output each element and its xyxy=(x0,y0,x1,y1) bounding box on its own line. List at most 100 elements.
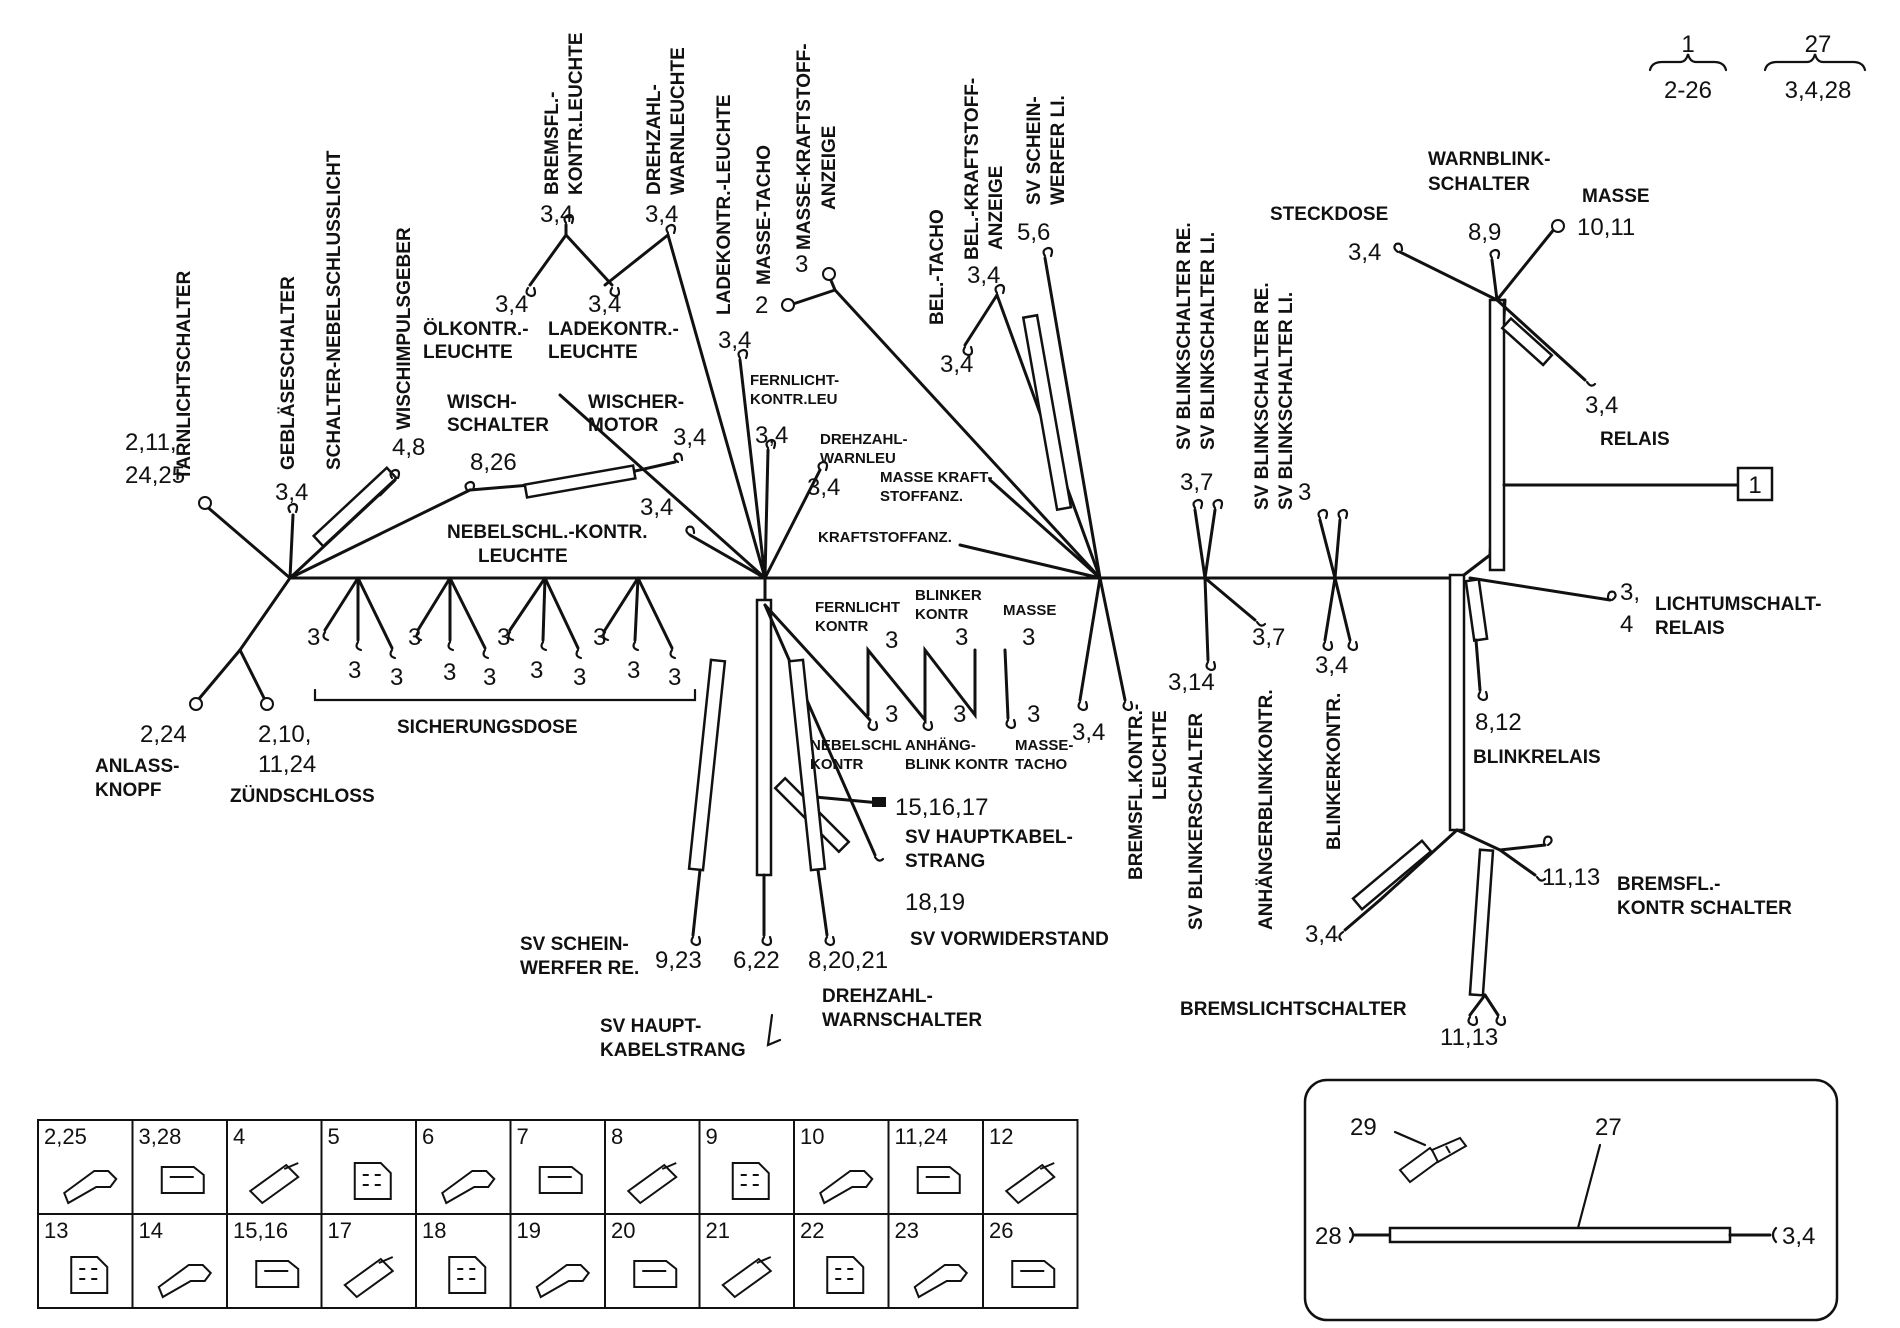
num: 3 xyxy=(497,624,510,651)
label-licht-2: RELAIS xyxy=(1655,618,1725,639)
wire-anh-4 xyxy=(1333,576,1352,642)
vlabel-blinkerk: BLINKERKONTR. xyxy=(1324,693,1345,850)
wire-tarnlicht xyxy=(203,503,292,580)
slabel-mk-1: MASSE KRAFT- xyxy=(880,469,993,486)
parts-cell-number: 12 xyxy=(989,1124,1013,1149)
vlabel-massekraft-2: ANZEIGE xyxy=(819,126,840,210)
parts-cell-number: 17 xyxy=(328,1218,352,1243)
num: 3,4 xyxy=(807,474,840,501)
wire-svvor xyxy=(763,603,877,857)
wire-bel-tacho xyxy=(963,293,999,347)
wire-ladekontr2 xyxy=(763,468,822,580)
parts-cell xyxy=(793,1119,890,1215)
label-anlass-2: KNOPF xyxy=(95,780,162,801)
label-svvor: SV VORWIDERSTAND xyxy=(910,929,1109,950)
num: 3,4 xyxy=(718,327,751,354)
slabel-fern-2: KONTR.LEU xyxy=(750,391,838,408)
wire-bremsfl-lade xyxy=(564,233,614,287)
num: 3 xyxy=(348,657,361,684)
num: 4,8 xyxy=(392,434,425,461)
parts-cell-number: 23 xyxy=(895,1218,919,1243)
connector-part-icon xyxy=(160,1166,205,1194)
vlabel-belkraft-2: ANZEIGE xyxy=(986,166,1007,250)
label-svsch-2: WERFER RE. xyxy=(520,958,639,979)
num: 3,7 xyxy=(1180,469,1213,496)
parts-cell-number: 14 xyxy=(139,1218,163,1243)
wire-blinkrel xyxy=(1474,638,1482,692)
vlabel-svblink-2: SV BLINKSCHALTER LI. xyxy=(1198,232,1219,450)
tube-lower xyxy=(1448,573,1466,832)
term-3 xyxy=(822,267,836,281)
inset-pointer-a xyxy=(1393,1130,1427,1147)
num: 3 xyxy=(955,624,968,651)
slabel-mt-2: TACHO xyxy=(1015,756,1068,773)
tube-blinkrel xyxy=(1464,577,1489,642)
wire-15-17 xyxy=(813,795,882,805)
connector-part-icon xyxy=(343,1256,395,1299)
inset-part-a: 29 xyxy=(1350,1114,1377,1141)
term-masse xyxy=(1551,219,1565,233)
inset-tube xyxy=(1388,1226,1732,1244)
label-dws-2: WARNSCHALTER xyxy=(822,1010,982,1031)
tube-svschein-re xyxy=(687,658,727,872)
legend-brace-b xyxy=(1763,53,1867,72)
slabel-dreh-1: DREHZAHL- xyxy=(820,431,908,448)
wire-fern-blink xyxy=(763,603,872,722)
connector-part-icon xyxy=(448,1256,487,1294)
num: 3 xyxy=(307,624,320,651)
parts-cell-number: 22 xyxy=(800,1218,824,1243)
wire-bremss-right xyxy=(1455,828,1502,852)
connector-part-icon xyxy=(819,1170,874,1205)
parts-cell xyxy=(37,1119,134,1215)
vlabel-drehzahl-1: DREHZAHL- xyxy=(644,84,665,195)
num: 8,12 xyxy=(1475,709,1522,736)
parts-cell xyxy=(131,1213,228,1309)
label-anlass-1: ANLASS- xyxy=(95,756,179,777)
connector-part-icon xyxy=(1004,1162,1056,1205)
slabel-fern-1: FERNLICHT- xyxy=(750,372,839,389)
vlabel-belkraft-1: BEL.-KRAFTSTOFF- xyxy=(962,78,983,260)
wire-bremsfl-kontr-r xyxy=(1098,576,1127,702)
wire-steckdose xyxy=(1398,250,1499,302)
term-anlass xyxy=(189,697,203,711)
wire-bremsfl-kontr-l xyxy=(1078,576,1102,702)
ref-box xyxy=(1736,466,1774,502)
num: 8,9 xyxy=(1468,219,1501,246)
num: 3 xyxy=(573,664,586,691)
term-tarnlicht xyxy=(198,496,212,510)
wire-bremss-left xyxy=(1378,828,1459,902)
wire-masse-tacho xyxy=(833,288,1102,580)
wire-masse-kraftstoffanz xyxy=(988,478,1102,580)
num: 3,4 xyxy=(1072,719,1105,746)
vlabel-bremsflk-1: BREMSFL.KONTR.- xyxy=(1126,704,1147,880)
parts-cell-number: 2,25 xyxy=(44,1124,87,1149)
label-nebel-2: LEUCHTE xyxy=(478,546,568,567)
connector-part-icon xyxy=(157,1264,213,1299)
slabel-fk-1: FERNLICHT xyxy=(815,599,900,616)
vlabel-massekraft-1: MASSE-KRAFTSTOFF- xyxy=(794,43,815,250)
label-masse: MASSE xyxy=(1582,186,1650,207)
num: 3,4 xyxy=(940,351,973,378)
wire-zuend xyxy=(238,648,267,702)
wire-svblink-2 xyxy=(1203,508,1217,580)
legend-a-bottom: 2-26 xyxy=(1664,77,1712,104)
label-svsch-1: SV SCHEIN- xyxy=(520,934,629,955)
wire-masse-tacho-2 xyxy=(788,288,837,307)
num: 3,4 xyxy=(755,422,788,449)
num: 5,6 xyxy=(1017,219,1050,246)
label-steckdose: STECKDOSE xyxy=(1270,204,1388,225)
parts-cell xyxy=(604,1119,701,1215)
label-relais: RELAIS xyxy=(1600,429,1670,450)
wire-wischimpuls xyxy=(378,478,397,497)
label-bremslichtschalter: BREMSLICHTSCHALTER xyxy=(1180,999,1407,1020)
connector-part-icon xyxy=(916,1166,961,1194)
connector-part-icon xyxy=(248,1162,300,1205)
label-blinkrelais: BLINKRELAIS xyxy=(1473,747,1601,768)
vlabel-drehzahl-2: WARNLEUCHTE xyxy=(668,47,689,195)
vlabel-tarnlicht: TARNLICHTSCHALTER xyxy=(174,270,195,480)
num: 8,20,21 xyxy=(808,947,888,974)
wire-bremsk-b xyxy=(1498,848,1537,877)
num: 3,4 xyxy=(1305,921,1338,948)
